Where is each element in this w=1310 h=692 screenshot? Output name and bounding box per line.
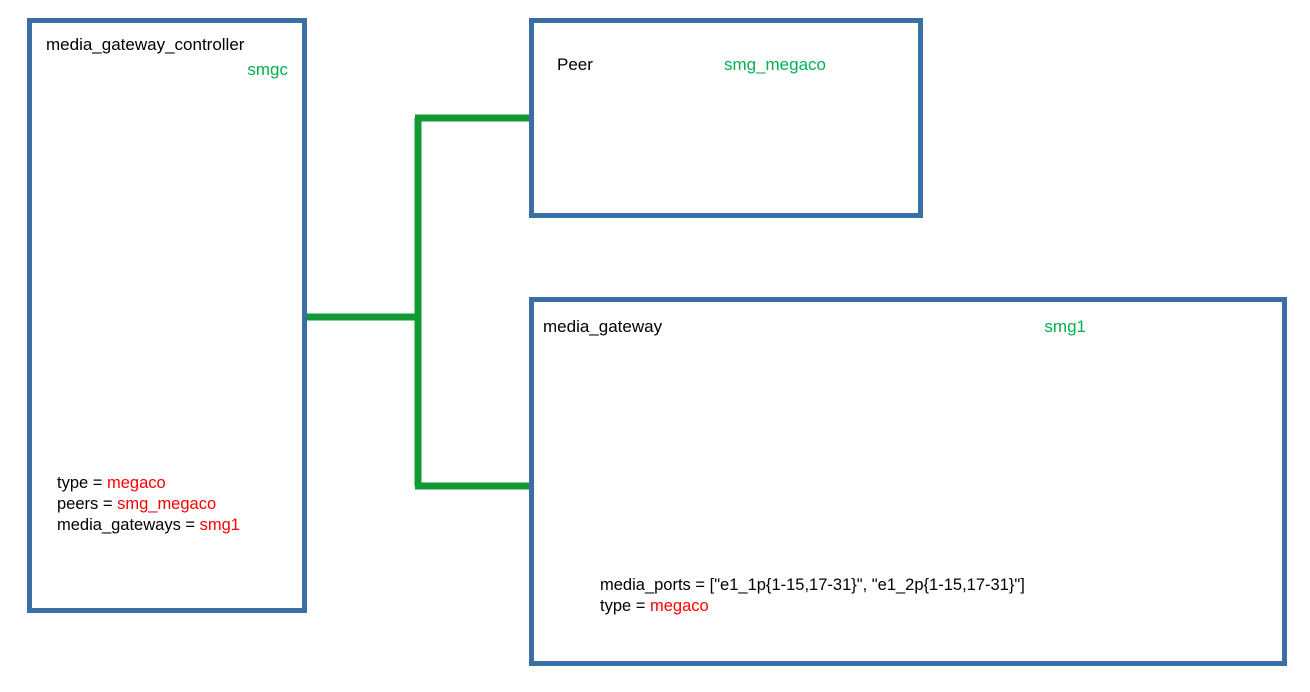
node-header: media_gateway smg1 bbox=[534, 317, 1282, 337]
node-header: Peer smg_megaco bbox=[534, 55, 918, 75]
node-peer[interactable]: Peer smg_megaco bbox=[529, 18, 923, 218]
attribute-row: type = megaco bbox=[600, 596, 1025, 617]
attribute-row: media_ports = ["e1_1p{1-15,17-31}", "e1_… bbox=[600, 575, 1025, 596]
node-instance-label: smgc bbox=[247, 60, 288, 79]
attribute-value: megaco bbox=[650, 597, 709, 615]
attribute-list: type = megaco peers = smg_megaco media_g… bbox=[57, 473, 240, 536]
attribute-key: media_ports = bbox=[600, 576, 710, 594]
attribute-row: peers = smg_megaco bbox=[57, 494, 240, 515]
attribute-key: media_gateways = bbox=[57, 516, 200, 534]
node-title: media_gateway_controller bbox=[46, 35, 245, 54]
attribute-key: type = bbox=[57, 474, 107, 492]
node-title: media_gateway bbox=[543, 317, 663, 336]
node-media-gateway-controller[interactable]: media_gateway_controller smgc type = meg… bbox=[27, 18, 307, 613]
node-instance-label: smg1 bbox=[1044, 317, 1086, 336]
node-title: Peer bbox=[557, 55, 593, 74]
attribute-value: megaco bbox=[107, 474, 166, 492]
attribute-value: ["e1_1p{1-15,17-31}", "e1_2p{1-15,17-31}… bbox=[709, 576, 1025, 594]
attribute-key: peers = bbox=[57, 495, 118, 513]
attribute-list: media_ports = ["e1_1p{1-15,17-31}", "e1_… bbox=[600, 575, 1025, 617]
attribute-row: media_gateways = smg1 bbox=[57, 515, 240, 536]
attribute-value: smg1 bbox=[199, 516, 240, 534]
attribute-key: type = bbox=[600, 597, 650, 615]
attribute-value: smg_megaco bbox=[117, 495, 217, 513]
attribute-row: type = megaco bbox=[57, 473, 240, 494]
node-instance-label: smg_megaco bbox=[723, 55, 826, 74]
node-media-gateway[interactable]: media_gateway smg1 media_ports = ["e1_1p… bbox=[529, 297, 1287, 666]
node-header: media_gateway_controller smgc bbox=[32, 35, 302, 80]
